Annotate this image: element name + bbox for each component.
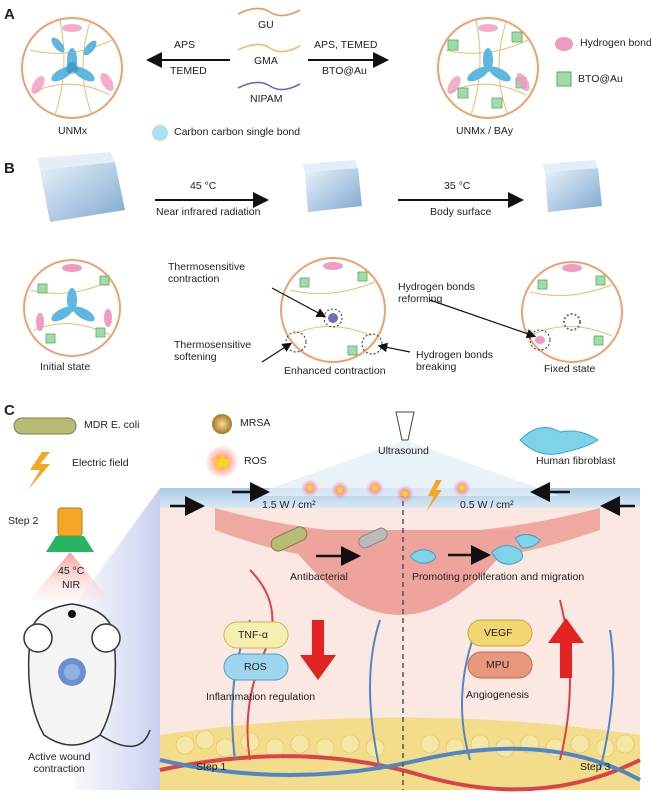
- fat-layer: [160, 717, 640, 790]
- gel-cube-enhanced: [302, 160, 362, 212]
- label-step1: Step 1: [196, 761, 227, 773]
- label-power-right: 0.5 W / cm²: [460, 499, 514, 511]
- pointer-breaking: [377, 342, 411, 353]
- label-antibacterial: Antibacterial: [290, 571, 348, 583]
- monomer-gma: GMA: [254, 55, 278, 67]
- cc-bond-legend-icon: [152, 125, 168, 141]
- label-active-wound: Active wound contraction: [28, 751, 91, 775]
- electric-field-legend-icon: [28, 452, 50, 490]
- label-hb-breaking: Hydrogen bonds breaking: [416, 349, 494, 373]
- fibroblast-legend-icon: [519, 427, 599, 455]
- label-enhanced-contraction: Enhanced contraction: [284, 365, 386, 377]
- network-initial: [23, 259, 121, 357]
- panel-a-left-network: [21, 17, 123, 119]
- label-nir-radiation: Near infrared radiation: [156, 206, 261, 218]
- network-enhanced: [280, 257, 386, 363]
- bacterium-dead: [358, 527, 388, 549]
- ros-stars: [301, 479, 471, 503]
- label-35c: 35 °C: [444, 180, 471, 192]
- label-angiogenesis: Angiogenesis: [466, 689, 530, 701]
- panel-a-right-network: [437, 17, 539, 119]
- label-nir-temp: 45 °C: [58, 565, 85, 577]
- mdr-ecoli-legend-icon: [13, 417, 77, 435]
- label-inflammation: Inflammation regulation: [206, 691, 316, 703]
- label-45c: 45 °C: [190, 180, 217, 192]
- pointer-reforming: [429, 299, 537, 339]
- badge-mpu: MPU: [486, 659, 510, 671]
- ultrasound-probe: [395, 411, 415, 441]
- vessel-blue: [159, 746, 641, 782]
- panel-label-b: B: [4, 160, 15, 177]
- legend-bto-au: BTO@Au: [578, 73, 623, 85]
- network-fixed: [521, 261, 623, 363]
- vessel-red: [159, 754, 641, 792]
- hydrogen-bond-legend-icon: [555, 37, 573, 51]
- legend-mrsa: MRSA: [240, 417, 271, 429]
- decrease-arrow: [300, 620, 336, 680]
- legend-ros: ROS: [244, 455, 267, 467]
- label-ultrasound: Ultrasound: [378, 445, 429, 457]
- pointer-softening: [261, 342, 293, 363]
- panel-label-a: A: [4, 6, 15, 23]
- monomer-gu: GU: [258, 19, 274, 31]
- label-body-surface: Body surface: [430, 206, 492, 218]
- label-nir: NIR: [62, 579, 81, 591]
- gel-cube-initial: [38, 152, 125, 222]
- monomer-strands: [237, 7, 301, 91]
- label-power-left: 1.5 W / cm²: [262, 499, 316, 511]
- monomer-nipam: NIPAM: [250, 93, 283, 105]
- pointer-contraction: [271, 287, 327, 318]
- panel-label-c: C: [4, 402, 15, 419]
- label-temed: TEMED: [170, 65, 207, 77]
- nir-beam: [30, 552, 110, 600]
- legend-mdr-ecoli: MDR E. coli: [84, 419, 140, 431]
- label-aps: APS: [174, 39, 196, 51]
- adipocytes: [175, 730, 635, 758]
- label-initial-state: Initial state: [40, 361, 91, 373]
- label-promoting: Promoting proliferation and migration: [412, 571, 585, 583]
- badge-vegf: VEGF: [484, 627, 513, 639]
- label-unmx: UNMx: [58, 125, 88, 137]
- tnf-badge: [223, 621, 289, 649]
- mrsa-legend-icon: [212, 414, 232, 434]
- label-hb-reforming: Hydrogen bonds reforming: [398, 281, 476, 305]
- vegf-badge: [467, 619, 533, 647]
- mpu-badge: [467, 651, 533, 679]
- bto-au-legend-icon: [556, 71, 572, 87]
- increase-arrow: [548, 618, 584, 678]
- badge-ros: ROS: [244, 661, 267, 673]
- legend-hydrogen-bond: Hydrogen bond: [580, 37, 651, 49]
- label-thermo-softening: Thermosensitive softening: [174, 339, 252, 363]
- electric-field-icon: [426, 480, 442, 512]
- label-fixed-state: Fixed state: [544, 363, 596, 375]
- nir-lamp-head: [46, 536, 94, 552]
- label-step3: Step 3: [580, 761, 611, 773]
- ultrasound-beam: [250, 440, 560, 496]
- legend-human-fibroblast: Human fibroblast: [536, 455, 616, 467]
- badge-tnf: TNF-α: [238, 629, 268, 641]
- mouse-illustration: [23, 603, 151, 748]
- gel-cube-fixed: [542, 160, 602, 212]
- bacterium-left: [270, 526, 308, 552]
- label-bto-au: BTO@Au: [322, 65, 367, 77]
- label-unmx-bay: UNMx / BAy: [456, 125, 513, 137]
- ros-legend-icon: [205, 445, 239, 479]
- legend-electric-field: Electric field: [72, 457, 129, 469]
- label-aps-temed: APS, TEMED: [314, 39, 378, 51]
- legend-cc-bond: Carbon carbon single bond: [174, 126, 301, 138]
- nir-lamp: [57, 507, 83, 537]
- label-step2: Step 2: [8, 515, 39, 527]
- label-thermo-contraction: Thermosensitive contraction: [168, 261, 246, 285]
- ros-badge: [223, 653, 289, 681]
- fibroblast-cells: [409, 534, 541, 565]
- wound-core: [280, 530, 520, 615]
